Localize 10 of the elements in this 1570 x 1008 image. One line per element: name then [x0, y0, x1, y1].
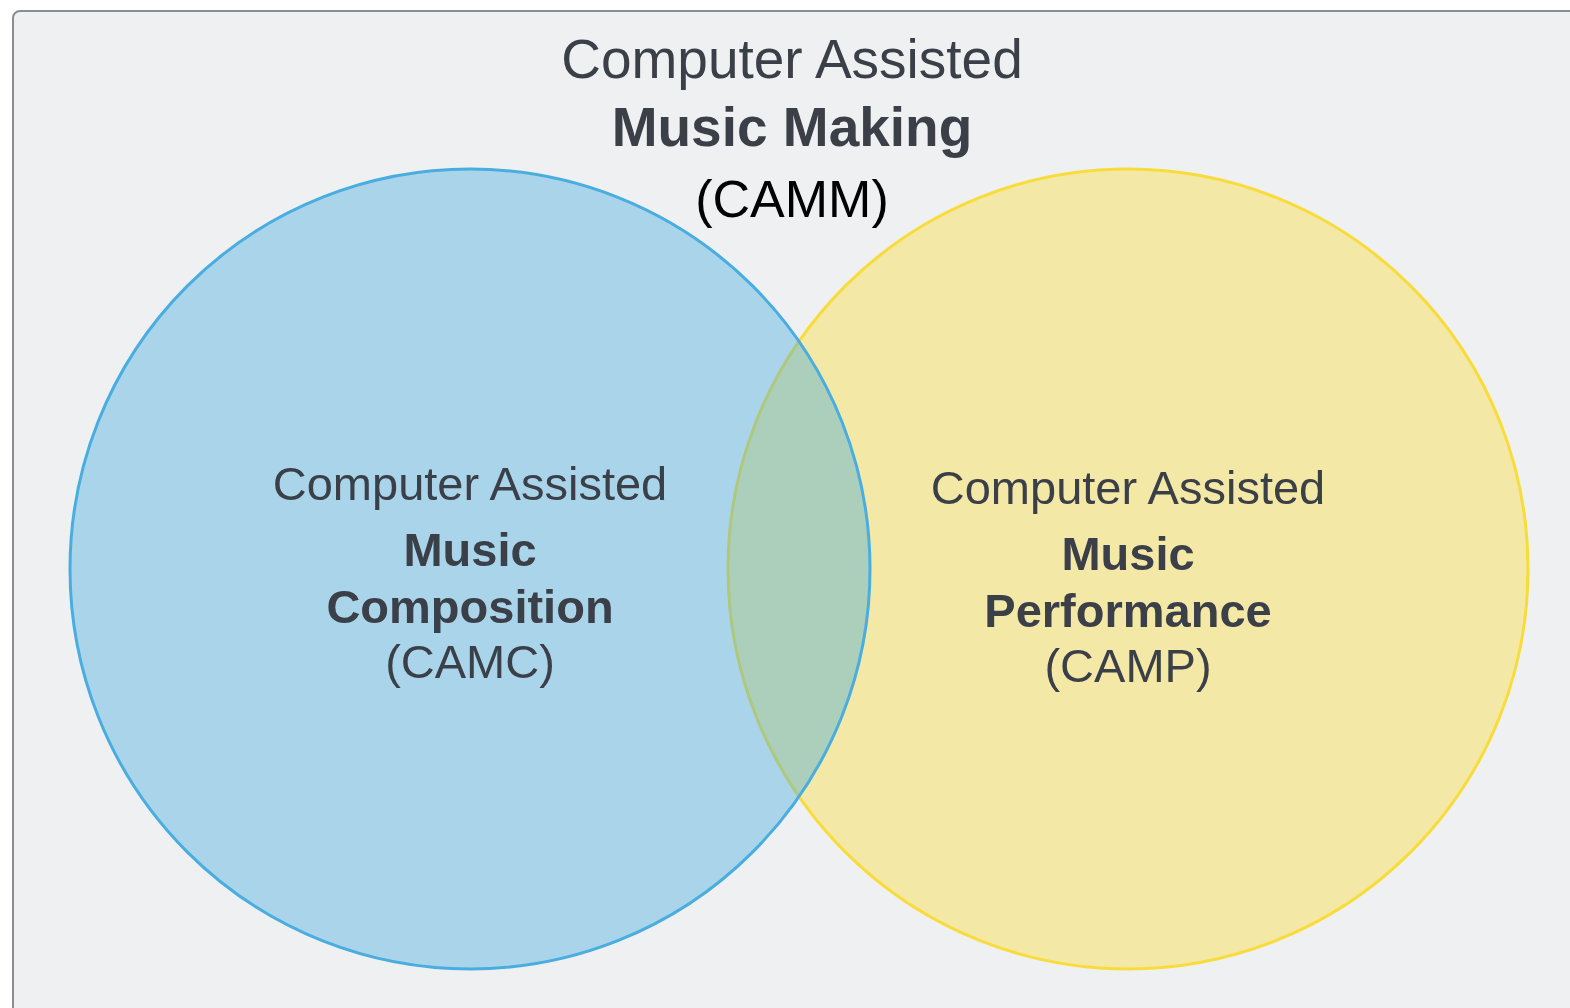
abbreviation-text: (CAMM) — [694, 169, 890, 230]
heading-text: Computer Assisted — [929, 460, 1327, 516]
heading-text: Computer Assisted — [271, 456, 669, 512]
bold-heading-text: Music Composition — [325, 522, 615, 635]
abbreviation-text: (CAMP) — [1043, 638, 1213, 694]
abbreviation-text: (CAMC) — [384, 634, 556, 690]
outer-frame — [12, 10, 1570, 1008]
bold-heading-text: Music Making — [610, 95, 974, 160]
heading-text: Computer Assisted — [560, 27, 1024, 92]
bold-heading-text: Music Performance — [983, 526, 1273, 639]
